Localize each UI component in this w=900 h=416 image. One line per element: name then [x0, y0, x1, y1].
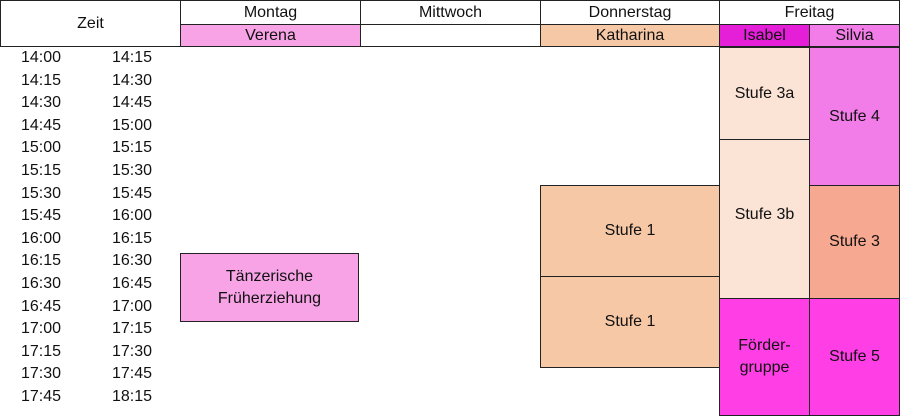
time-start: 15:00	[21, 139, 62, 157]
class-block-stufe-3b[interactable]: Stufe 3b	[719, 139, 810, 299]
time-start: 17:15	[21, 342, 62, 360]
time-end: 15:45	[112, 184, 153, 202]
time-end: 15:00	[112, 116, 153, 134]
class-block-foerdergruppe[interactable]: Förder- gruppe	[719, 298, 810, 416]
day-header-mittwoch: Mittwoch	[360, 0, 541, 25]
class-block-stufe-5[interactable]: Stufe 5	[809, 298, 900, 416]
time-end: 15:15	[112, 139, 153, 157]
zeit-header: Zeit	[0, 0, 181, 47]
time-start: 15:30	[21, 184, 62, 202]
time-start: 17:30	[21, 365, 62, 383]
time-end: 15:30	[112, 162, 153, 179]
time-end: 17:15	[112, 320, 153, 338]
day-header-freitag: Freitag	[719, 0, 900, 25]
teacher-header-mittwoch-empty	[360, 24, 541, 47]
time-end: 17:00	[112, 297, 153, 315]
time-start: 15:45	[21, 207, 62, 225]
time-end: 17:45	[112, 365, 153, 383]
teacher-header-isabel: Isabel	[719, 24, 810, 47]
time-start: 16:15	[21, 252, 62, 270]
class-block-stufe-1-b[interactable]: Stufe 1	[540, 276, 720, 368]
day-header-donnerstag: Donnerstag	[540, 0, 720, 25]
time-end: 14:45	[112, 94, 153, 112]
time-start: 17:45	[21, 388, 62, 405]
time-end: 16:00	[112, 207, 153, 225]
time-start: 16:00	[21, 229, 62, 247]
time-start: 14:00	[21, 49, 62, 66]
time-start: 17:00	[21, 320, 62, 338]
day-header-montag: Montag	[180, 0, 361, 25]
time-end: 14:30	[112, 71, 153, 89]
teacher-header-verena: Verena	[180, 24, 361, 47]
time-end: 16:30	[112, 252, 153, 270]
class-block-stufe-3a[interactable]: Stufe 3a	[719, 47, 810, 140]
class-block-stufe-3[interactable]: Stufe 3	[809, 185, 900, 299]
time-end: 14:15	[112, 49, 153, 66]
time-end: 16:15	[112, 229, 153, 247]
time-start: 14:15	[21, 71, 62, 89]
time-end: 18:15	[112, 388, 153, 405]
class-block-taenzerische-frueherziehung[interactable]: Tänzerische Früherziehung	[180, 253, 359, 322]
time-end: 16:45	[112, 275, 153, 292]
class-block-stufe-1-a[interactable]: Stufe 1	[540, 185, 720, 277]
time-start: 14:45	[21, 116, 62, 134]
teacher-header-katharina: Katharina	[540, 24, 720, 47]
time-start: 16:45	[21, 297, 62, 315]
time-start: 16:30	[21, 275, 62, 292]
time-start: 14:30	[21, 94, 62, 112]
class-block-stufe-4[interactable]: Stufe 4	[809, 47, 900, 186]
teacher-header-silvia: Silvia	[809, 24, 900, 47]
time-start: 15:15	[21, 162, 62, 179]
time-end: 17:30	[112, 342, 153, 360]
